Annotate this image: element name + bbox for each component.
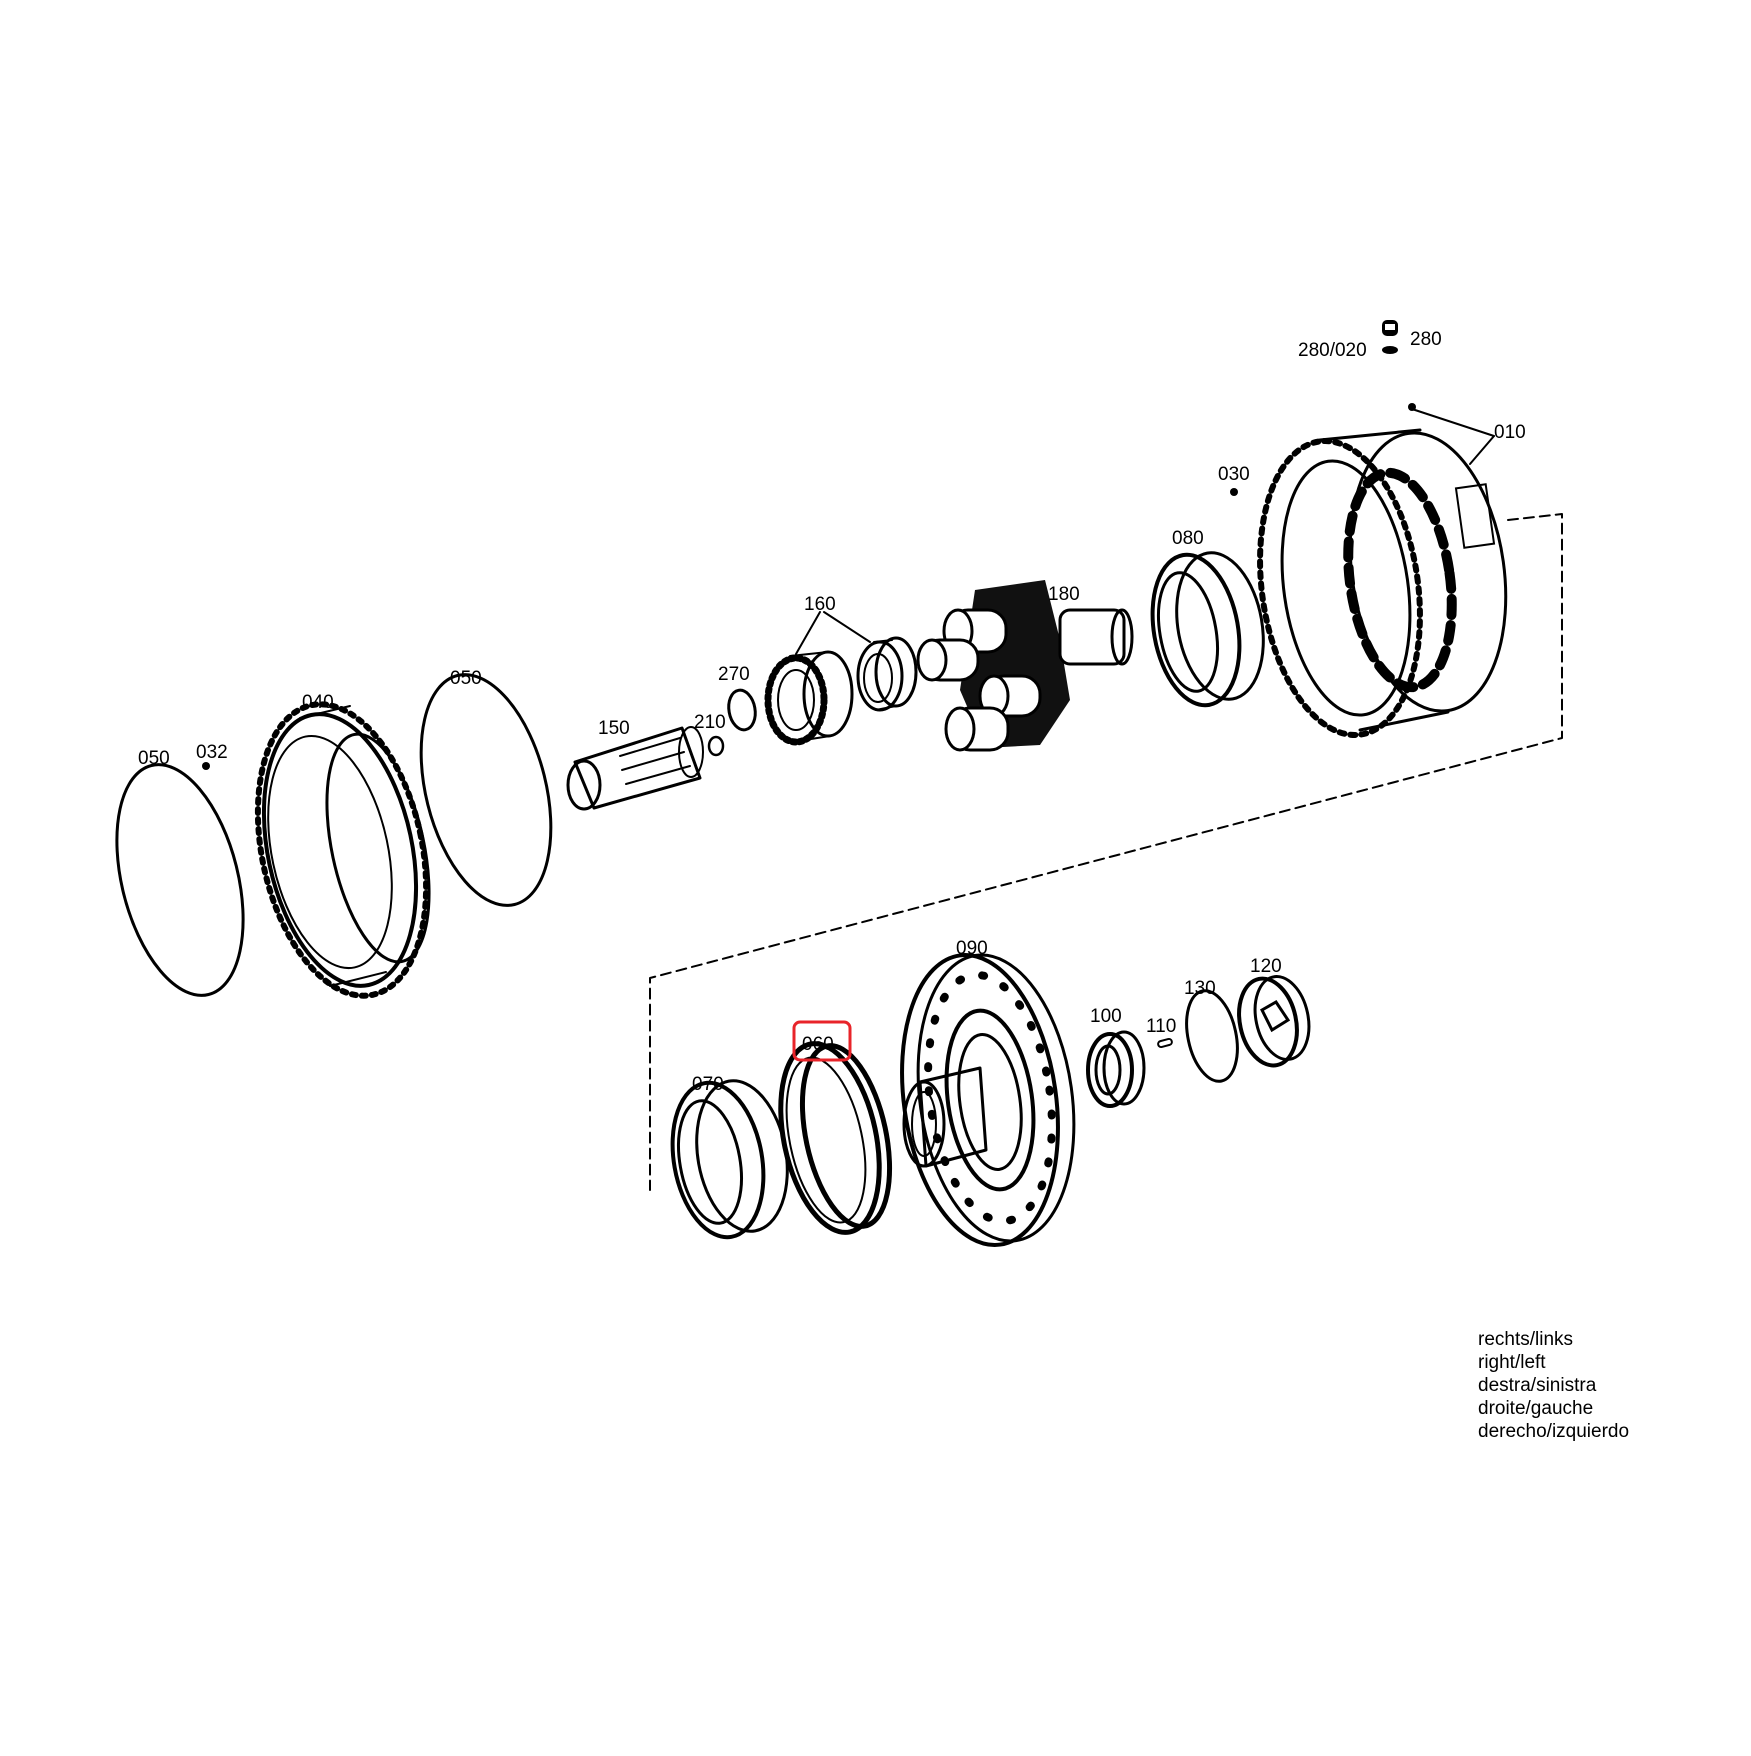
label-060: 060 [802,1034,834,1055]
label-010: 010 [1494,422,1526,443]
legend-line-1: rechts/links [1478,1329,1574,1350]
label-120: 120 [1250,956,1282,977]
side-legend: rechts/links right/left destra/sinistra … [1478,1328,1629,1443]
label-100: 100 [1090,1006,1122,1027]
label-280: 280 [1410,329,1442,350]
label-030: 030 [1218,464,1250,485]
label-130: 130 [1184,978,1216,999]
part-040-ring-gear[interactable] [233,689,451,1012]
part-080-bearing[interactable] [1141,546,1274,712]
leader-010-a [1411,408,1495,437]
part-100-nut[interactable] [1086,1030,1146,1108]
part-032-dot[interactable] [202,762,210,770]
label-110: 110 [1146,1016,1176,1037]
part-030-dot[interactable] [1230,488,1238,496]
label-090: 090 [956,938,988,959]
part-110-pin[interactable] [1157,1037,1173,1049]
assembly-dashed-line [649,513,1563,1191]
part-050-oring-left[interactable] [95,751,265,1008]
label-270: 270 [718,664,750,685]
label-050-right: 050 [450,668,482,689]
part-160-needle-bearing-large[interactable] [764,650,854,746]
legend-line-4: droite/gauche [1478,1398,1594,1419]
part-280-plug[interactable] [1382,320,1398,354]
leader-010-b [1469,435,1495,465]
label-070: 070 [692,1074,724,1095]
part-010-housing[interactable] [1242,423,1523,746]
label-080: 080 [1172,528,1204,549]
part-180-planet-carrier[interactable] [916,580,1134,752]
label-280-020: 280/020 [1298,340,1367,361]
part-050-oring-right[interactable] [399,661,573,919]
label-040: 040 [302,692,334,713]
leader-160-b [823,611,871,643]
part-060-seal-ring[interactable] [765,1035,904,1242]
part-150-splined-shaft[interactable] [566,726,704,811]
legend-line-3: destra/sinistra [1478,1375,1597,1396]
label-210: 210 [694,712,726,733]
part-270-snap-ring[interactable] [726,688,759,732]
part-160-needle-bearing-small[interactable] [856,636,918,712]
label-032: 032 [196,742,228,763]
legend-line-2: right/left [1478,1352,1546,1373]
label-150: 150 [598,718,630,739]
part-210-small-ring[interactable] [707,735,725,757]
part-130-oring[interactable] [1179,986,1245,1086]
label-050-left: 050 [138,748,170,769]
highlight-box-060[interactable] [792,1020,852,1062]
label-160: 160 [804,594,836,615]
label-180: 180 [1048,584,1080,605]
legend-line-5: derecho/izquierdo [1478,1421,1630,1442]
part-070-bearing[interactable] [661,1074,798,1245]
part-090-wheel-hub[interactable] [884,945,1091,1255]
leader-160-a [795,611,821,655]
part-120-cover[interactable] [1231,972,1316,1071]
